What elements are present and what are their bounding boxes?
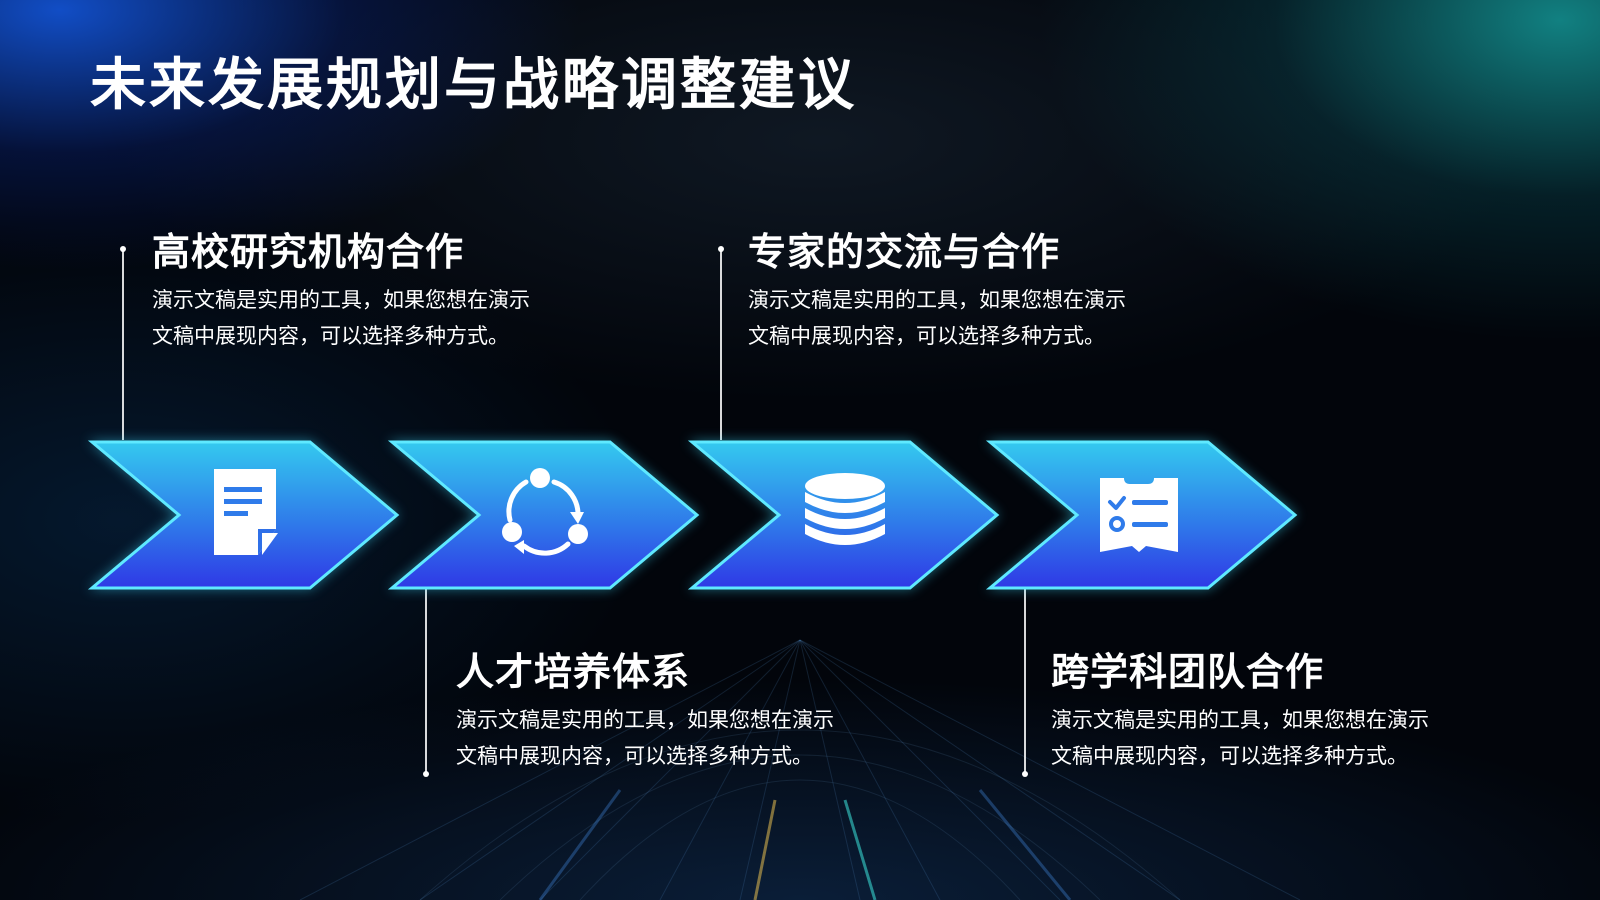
checklist-icon	[1100, 478, 1178, 552]
chevron-2	[387, 440, 700, 590]
step-body-4: 演示文稿是实用的工具，如果您想在演示文稿中展现内容，可以选择多种方式。	[1051, 707, 1429, 768]
connector-line-3	[720, 250, 722, 440]
connector-dot-1	[120, 246, 126, 252]
cycle-share-icon	[502, 468, 588, 556]
step-body-3: 演示文稿是实用的工具，如果您想在演示文稿中展现内容，可以选择多种方式。	[748, 287, 1126, 348]
chevron-3	[687, 440, 1000, 590]
connector-dot-3	[718, 246, 724, 252]
step-title-4: 跨学科团队合作	[1051, 650, 1325, 694]
connector-dot-4	[1022, 771, 1028, 777]
step-card-3: 专家的交流与合作 演示文稿是实用的工具，如果您想在演示文稿中展现内容，可以选择多…	[748, 230, 1128, 354]
step-card-4: 跨学科团队合作 演示文稿是实用的工具，如果您想在演示文稿中展现内容，可以选择多种…	[1051, 650, 1431, 774]
connector-line-2	[425, 580, 427, 775]
slide-title: 未来发展规划与战略调整建议	[90, 53, 857, 118]
step-card-2: 人才培养体系 演示文稿是实用的工具，如果您想在演示文稿中展现内容，可以选择多种方…	[456, 650, 836, 774]
step-title-1: 高校研究机构合作	[152, 230, 465, 274]
step-title-2: 人才培养体系	[456, 650, 691, 694]
step-card-1: 高校研究机构合作 演示文稿是实用的工具，如果您想在演示文稿中展现内容，可以选择多…	[152, 230, 532, 354]
database-icon	[805, 473, 885, 545]
connector-dot-2	[423, 771, 429, 777]
connector-line-4	[1024, 580, 1026, 775]
step-title-3: 专家的交流与合作	[748, 230, 1061, 274]
document-icon	[214, 469, 278, 555]
step-body-2: 演示文稿是实用的工具，如果您想在演示文稿中展现内容，可以选择多种方式。	[456, 707, 834, 768]
connector-line-1	[122, 250, 124, 440]
step-body-1: 演示文稿是实用的工具，如果您想在演示文稿中展现内容，可以选择多种方式。	[152, 287, 530, 348]
